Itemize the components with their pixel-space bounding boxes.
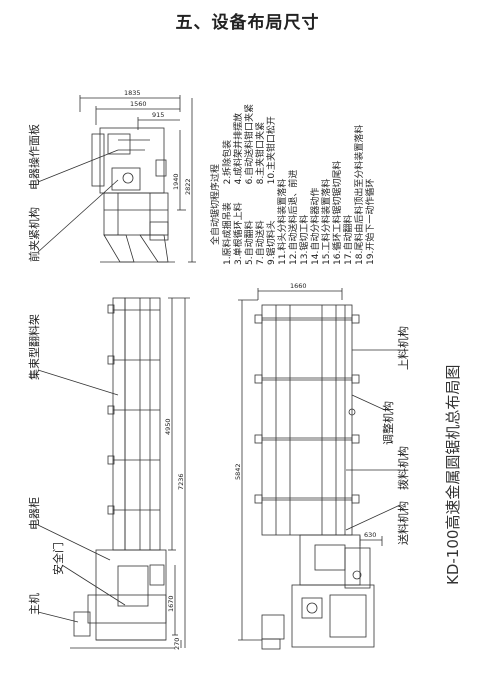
- rack-front-drawing: [37, 297, 190, 649]
- dim-630: 630: [364, 531, 376, 539]
- label-feed: 送料机构: [396, 501, 410, 545]
- process-step: 11.料头分料装置落料: [276, 179, 288, 265]
- process-step: 1.原料成捆吊装 2.拆除包装: [221, 140, 233, 265]
- process-step: 16.循环工料锯切锯切尾料: [331, 161, 343, 265]
- dim-1670: 1670: [167, 595, 175, 612]
- process-step: 19.开始下一动作循环: [364, 179, 376, 265]
- label-panel: 电器操作面板: [27, 124, 41, 190]
- process-step: 5.自动翻料 6.自动送料钳口夹紧: [243, 104, 255, 265]
- process-step: 17.自动翻料: [342, 215, 354, 265]
- label-door: 安全门: [51, 542, 65, 575]
- dim-top-small: 915: [152, 111, 164, 119]
- dim-270: 270: [173, 638, 181, 650]
- label-unload: 拨料机构: [396, 446, 410, 490]
- page-title: 五、设备布局尺寸: [175, 13, 320, 33]
- dim-height-1: 1940: [172, 173, 180, 190]
- process-step: 15.工料分料装置落料: [320, 179, 332, 265]
- dim-height-2: 2822: [184, 178, 192, 195]
- dim-top-mid: 1560: [130, 100, 147, 108]
- process-step: 18.尾料由后料顶出至分料装置落料: [353, 125, 365, 265]
- dim-right-width: 1660: [290, 282, 307, 290]
- dim-right-length: 5842: [234, 463, 242, 480]
- end-view-drawing: [37, 95, 196, 263]
- process-step: 12.自动送料后退、前进: [287, 170, 299, 265]
- top-view-drawing: [238, 288, 401, 650]
- dim-rack-length: 4950: [164, 418, 172, 435]
- label-adjust: 调整机构: [381, 401, 395, 445]
- dim-top-width: 1835: [124, 89, 141, 97]
- process-step: 13.锯切工料: [298, 215, 310, 265]
- process-step: 14.自动分料器动作: [309, 188, 321, 265]
- process-heading: 全自动锯切程序过程: [209, 164, 221, 245]
- label-clamp: 前夹紧机构: [27, 207, 41, 262]
- label-loading: 上料机构: [396, 326, 410, 370]
- process-step: 7.自动送料 8.主夹钳口夹紧: [254, 122, 266, 265]
- label-rack: 集束型翻料架: [27, 314, 41, 380]
- dim-total-length: 7236: [177, 473, 185, 490]
- side-title: KD-100高速金属圆锯机总布局图: [444, 365, 462, 585]
- process-step: 9.锯切料头 10.主夹钳口松开: [265, 116, 277, 265]
- label-main: 主机: [27, 593, 41, 615]
- label-cabinet: 电器柜: [28, 497, 41, 530]
- process-step: 3.单根循环上料 4.成料架并排摆放: [232, 113, 244, 265]
